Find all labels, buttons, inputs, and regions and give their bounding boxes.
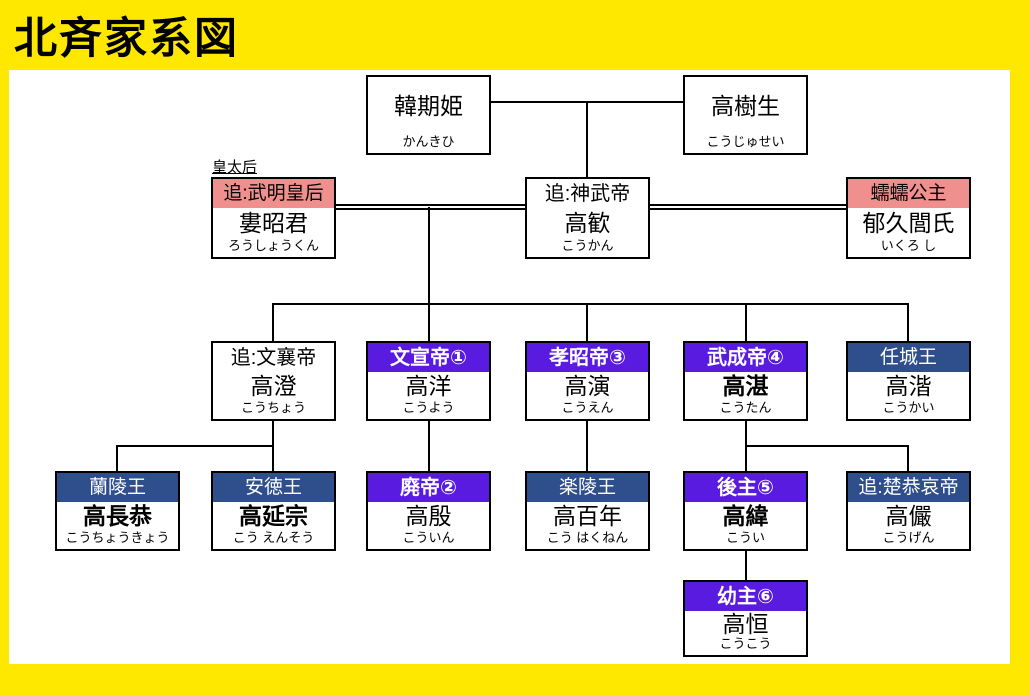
- marriage-line: [649, 204, 847, 210]
- connector-line: [586, 102, 588, 178]
- person-name: 高湛: [722, 373, 769, 399]
- person-name: 高歓: [564, 210, 611, 236]
- node-gao-jie: 任城王 高湝 こうかい: [846, 341, 971, 421]
- connector-line: [745, 303, 747, 341]
- connector-line: [272, 303, 274, 341]
- connector-line: [745, 550, 747, 580]
- person-name: 高殷: [405, 503, 452, 529]
- page-title: 北斉家系図: [14, 15, 239, 63]
- person-title: 楽陵王: [527, 473, 648, 502]
- connector-line: [428, 207, 430, 341]
- person-title: 蘭陵王: [57, 473, 178, 502]
- node-gao-cheng: 追:文襄帝 高澄 こうちょう: [211, 341, 336, 421]
- person-name: 韓期姫: [394, 92, 463, 119]
- person-title: 安徳王: [213, 473, 334, 502]
- person-title: 後主⑤: [685, 473, 806, 502]
- person-name: 高洋: [405, 373, 452, 399]
- person-title: 文宣帝①: [368, 343, 489, 372]
- person-name: 高儼: [885, 503, 932, 529]
- node-gao-yin: 廃帝② 高殷 こういん: [366, 471, 491, 551]
- connector-line: [116, 445, 118, 471]
- person-reading: こうかい: [882, 400, 935, 415]
- person-reading: かんきひ: [402, 134, 455, 149]
- person-name: 高澄: [250, 373, 297, 399]
- node-gao-yan-xiaozhao: 孝昭帝③ 高演 こうえん: [525, 341, 650, 421]
- node-gao-yanzong: 安徳王 高延宗 こう えんそう: [211, 471, 336, 551]
- connector-line: [428, 420, 430, 471]
- sibling-branch-line: [272, 303, 909, 305]
- person-name: 婁昭君: [239, 210, 308, 236]
- person-title: 幼主⑥: [685, 582, 806, 611]
- person-name: 高緯: [722, 503, 769, 529]
- person-title: 孝昭帝③: [527, 343, 648, 372]
- connector-line: [907, 445, 909, 471]
- person-name: 高樹生: [711, 92, 780, 119]
- person-name: 高長恭: [83, 503, 152, 529]
- person-name: 高演: [564, 373, 611, 399]
- person-reading: こう えんそう: [232, 530, 315, 545]
- person-reading: こうこう: [719, 636, 772, 651]
- person-title: 任城王: [848, 343, 969, 372]
- person-reading: こう はくねん: [546, 530, 629, 545]
- node-gao-yan-chugong: 追:楚恭哀帝 高儼 こうげん: [846, 471, 971, 551]
- person-reading: こうじゅせい: [706, 134, 785, 149]
- tree-canvas: [9, 70, 1010, 664]
- person-reading: ろうしょうくん: [227, 238, 319, 253]
- person-reading: こうえん: [561, 400, 614, 415]
- person-reading: こうかん: [561, 238, 614, 253]
- node-gao-changgong: 蘭陵王 高長恭 こうちょうきょう: [55, 471, 180, 551]
- node-han-qiji: 韓期姫 かんきひ: [366, 75, 491, 155]
- sibling-branch-line: [116, 445, 274, 447]
- marriage-line: [335, 204, 526, 210]
- person-name: 高延宗: [239, 503, 308, 529]
- person-title: 武成帝④: [685, 343, 806, 372]
- person-title: 追:楚恭哀帝: [848, 473, 969, 502]
- person-name: 高湝: [885, 373, 932, 399]
- node-yujiulu-shi: 蠕蠕公主 郁久閭氏 いくろ し: [846, 177, 971, 259]
- connector-line: [586, 420, 588, 471]
- person-title: 追:文襄帝: [213, 343, 334, 372]
- sibling-branch-line: [745, 445, 909, 447]
- person-title: 追:武明皇后: [213, 179, 334, 208]
- empress-dowager-label: 皇太后: [212, 159, 258, 176]
- person-reading: こうげん: [882, 530, 935, 545]
- person-reading: こういん: [402, 530, 455, 545]
- node-gao-heng: 幼主⑥ 高恒 こうこう: [683, 580, 808, 657]
- person-reading: こうちょう: [240, 400, 306, 415]
- person-reading: こうよう: [402, 400, 455, 415]
- person-name: 高百年: [553, 503, 622, 529]
- connector-line: [586, 303, 588, 341]
- node-gao-shusheng: 高樹生 こうじゅせい: [683, 75, 808, 155]
- person-name: 高恒: [722, 610, 769, 637]
- node-gao-huan: 追:神武帝 高歓 こうかん: [525, 177, 650, 259]
- node-gao-zhan: 武成帝④ 高湛 こうたん: [683, 341, 808, 421]
- person-reading: いくろ し: [880, 238, 937, 253]
- connector-line: [907, 303, 909, 341]
- node-gao-wei: 後主⑤ 高緯 こうい: [683, 471, 808, 551]
- person-name: 郁久閭氏: [862, 210, 955, 236]
- node-lou-zhaojun: 追:武明皇后 婁昭君 ろうしょうくん: [211, 177, 336, 259]
- node-gao-yang: 文宣帝① 高洋 こうよう: [366, 341, 491, 421]
- person-title: 廃帝②: [368, 473, 489, 502]
- person-reading: こうちょうきょう: [65, 530, 170, 545]
- person-reading: こうたん: [719, 400, 772, 415]
- node-gao-bainian: 楽陵王 高百年 こう はくねん: [525, 471, 650, 551]
- person-title: 蠕蠕公主: [848, 179, 969, 208]
- person-title: 追:神武帝: [527, 179, 648, 208]
- person-reading: こうい: [725, 530, 765, 545]
